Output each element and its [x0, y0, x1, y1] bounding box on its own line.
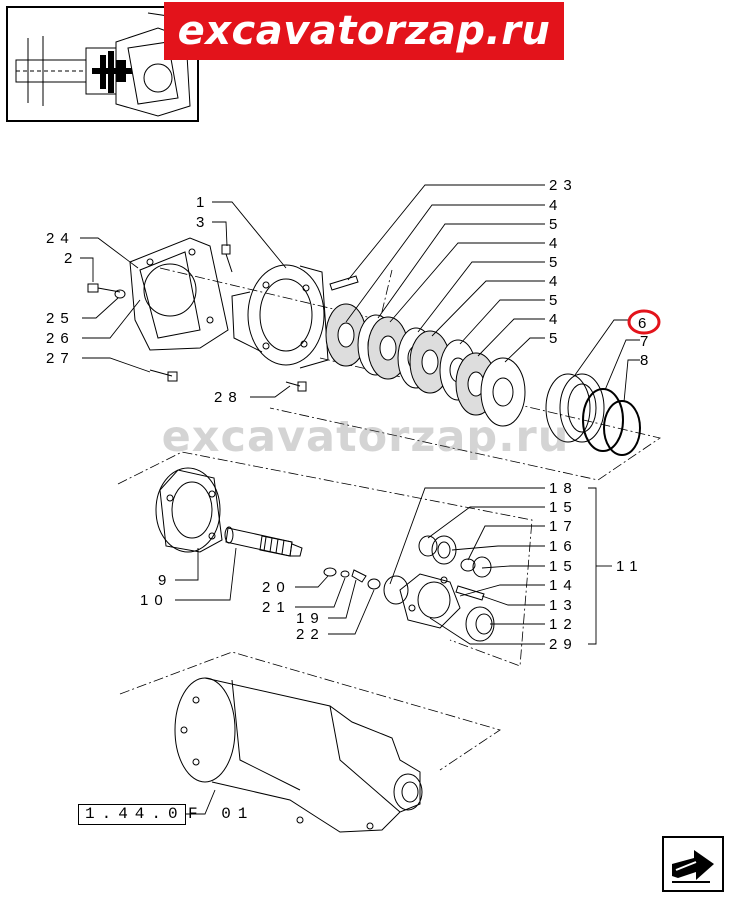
- callout-4[interactable]: 4: [549, 273, 563, 290]
- callout-4[interactable]: 4: [549, 197, 563, 214]
- callout-5[interactable]: 5: [549, 216, 563, 233]
- callout-20[interactable]: 20: [262, 579, 291, 596]
- part-15-washer: [418, 535, 438, 557]
- highlight-callout-6: [627, 309, 661, 335]
- callout-2[interactable]: 2: [64, 250, 78, 267]
- part-28-bolt: [285, 381, 307, 392]
- part-17-pinion: [460, 556, 492, 578]
- frame-middle: [117, 451, 533, 667]
- part-3-bolt: [221, 244, 233, 273]
- page-reference-box[interactable]: 1.44.0: [78, 804, 186, 825]
- next-page-button[interactable]: [662, 836, 724, 892]
- callout-18[interactable]: 18: [549, 480, 578, 497]
- callout-14[interactable]: 14: [549, 577, 578, 594]
- part-10-shaft: [224, 526, 303, 557]
- callout-16[interactable]: 16: [549, 538, 578, 555]
- part-1-carrier-housing: [231, 264, 329, 369]
- callout-22[interactable]: 22: [296, 626, 325, 643]
- callout-10[interactable]: 10: [140, 592, 169, 609]
- callout-labels: 23 4 5 4 5 4 5 4 5 1 3 24 2 25 26 27 28 …: [46, 177, 654, 653]
- callout-26[interactable]: 26: [46, 330, 75, 347]
- part-2-bolt: [87, 283, 126, 299]
- callout-23[interactable]: 23: [549, 177, 578, 194]
- callout-28[interactable]: 28: [214, 389, 243, 406]
- next-page-arrow-icon: [672, 850, 714, 883]
- part-23-pin: [329, 275, 359, 291]
- callout-13[interactable]: 13: [549, 597, 578, 614]
- callout-17[interactable]: 17: [549, 518, 578, 535]
- callout-12[interactable]: 12: [549, 616, 578, 633]
- part-21-nut: [340, 570, 350, 578]
- small-hardware-group: [323, 567, 409, 605]
- callout-15[interactable]: 15: [549, 558, 578, 575]
- part-12-gear: [465, 606, 495, 642]
- callout-5[interactable]: 5: [549, 292, 563, 309]
- site-banner[interactable]: excavatorzap.ru: [164, 2, 564, 60]
- callout-9[interactable]: 9: [158, 572, 172, 589]
- part-19-lock: [351, 569, 367, 583]
- part-24-bracket: [129, 237, 229, 351]
- callout-21[interactable]: 21: [262, 599, 291, 616]
- brake-disc-stack: [325, 303, 526, 427]
- callout-6[interactable]: 6: [638, 315, 652, 332]
- callout-5[interactable]: 5: [549, 330, 563, 347]
- callout-4[interactable]: 4: [549, 235, 563, 252]
- callout-15[interactable]: 15: [549, 499, 578, 516]
- frame-upper-left: [159, 267, 393, 321]
- callout-25[interactable]: 25: [46, 310, 75, 327]
- axle-housing: [174, 677, 423, 833]
- part-27-bolt: [149, 369, 178, 382]
- part-20-washer: [323, 567, 337, 577]
- callout-1[interactable]: 1: [196, 194, 210, 211]
- part-6-piston: [545, 373, 605, 443]
- callout-5[interactable]: 5: [549, 254, 563, 271]
- leader-lines: [80, 184, 640, 815]
- callout-7[interactable]: 7: [640, 333, 654, 350]
- callout-4[interactable]: 4: [549, 311, 563, 328]
- site-banner-text: excavatorzap.ru: [177, 8, 551, 54]
- frame-upper: [269, 357, 661, 481]
- callout-29[interactable]: 29: [549, 636, 578, 653]
- callout-24[interactable]: 24: [46, 230, 75, 247]
- callout-27[interactable]: 27: [46, 350, 75, 367]
- part-8-ring: [603, 400, 641, 456]
- part-9-housing: [155, 467, 223, 553]
- part-7-ring: [582, 388, 624, 452]
- callout-3[interactable]: 3: [196, 214, 210, 231]
- page-reference-suffix: F 01: [188, 805, 255, 823]
- callout-11[interactable]: 11: [616, 558, 644, 575]
- callout-19[interactable]: 19: [296, 610, 325, 627]
- part-22-plate: [367, 578, 381, 590]
- part-14-differential-case: [399, 573, 461, 629]
- callout-8[interactable]: 8: [640, 352, 654, 369]
- frame-lower: [119, 651, 501, 771]
